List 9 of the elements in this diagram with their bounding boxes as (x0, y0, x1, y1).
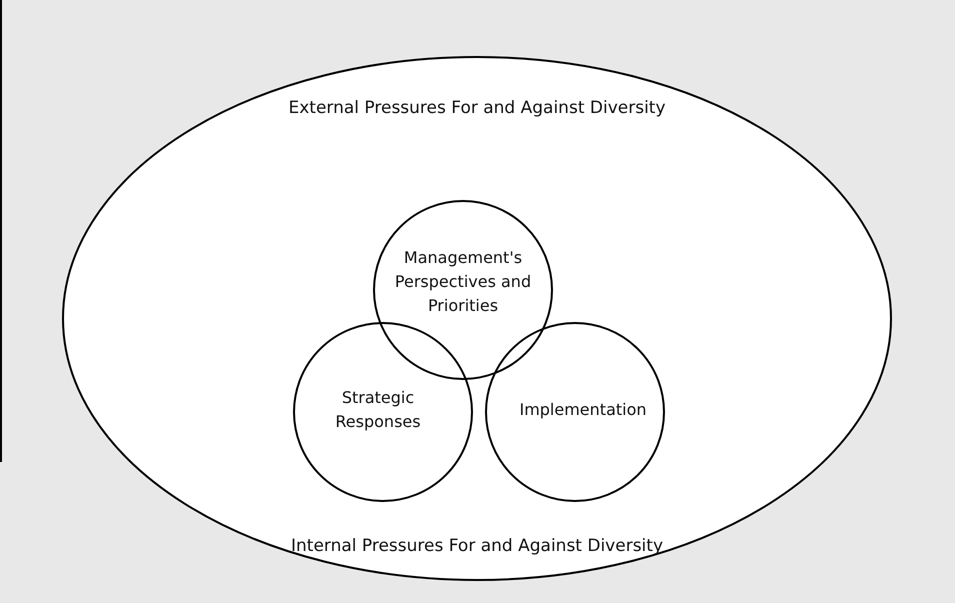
circle-label: Implementation (518, 399, 648, 421)
region-label: External Pressures For and Against Diversity (287, 97, 667, 120)
circle-label: Strategic Responses (334, 387, 422, 433)
circle-label: Management's Perspectives and Priorities (394, 247, 532, 317)
ellipse-region (62, 56, 892, 581)
venn-circle (485, 322, 665, 502)
venn-circle (373, 200, 553, 380)
venn-circle (293, 322, 473, 502)
region-label: Internal Pressures For and Against Diversity (290, 535, 664, 558)
